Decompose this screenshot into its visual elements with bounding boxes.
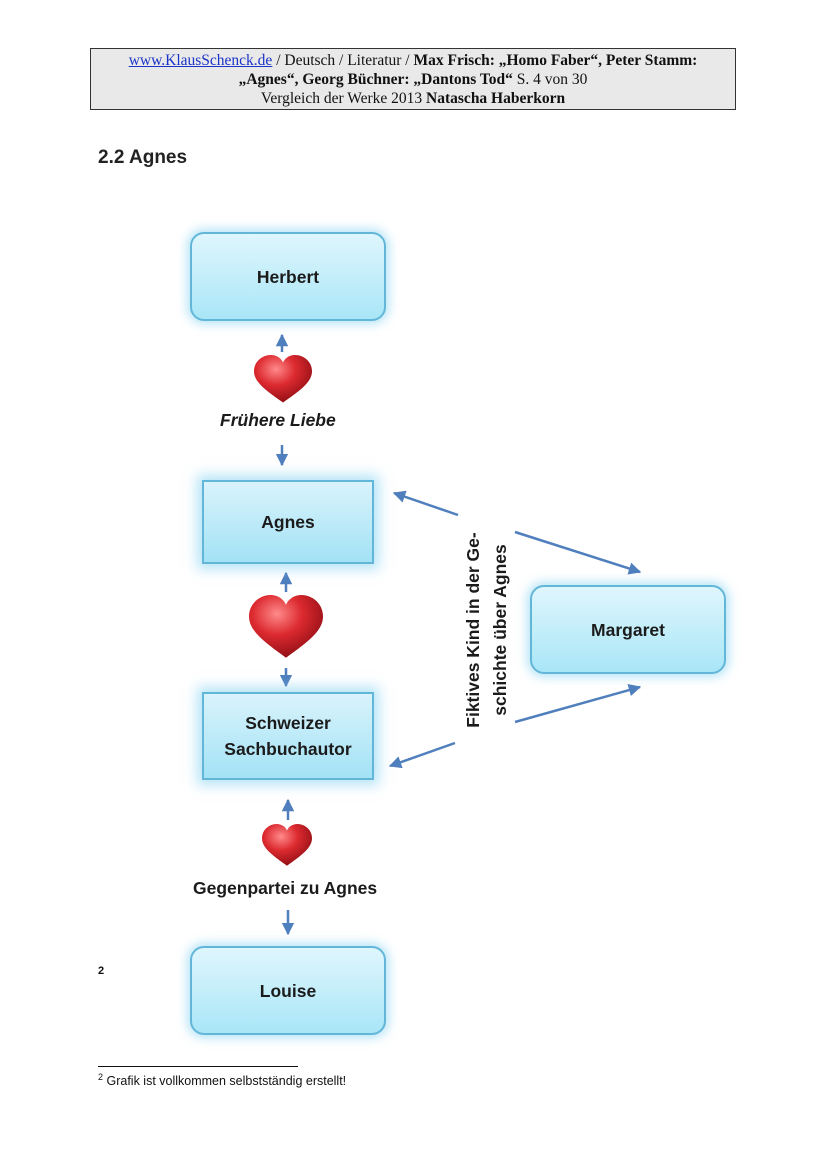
arrow-to-margaret-top	[514, 530, 642, 575]
node-agnes: Agnes	[202, 480, 374, 564]
node-schweizer-sachbuchautor: Schweizer Sachbuchautor	[202, 692, 374, 780]
header-author: Natascha Haberkorn	[426, 90, 566, 107]
heart-icon	[262, 824, 312, 866]
footnote-text: 2 Grafik ist vollkommen selbstständig er…	[98, 1072, 346, 1088]
header-title-part-1: Max Frisch: „Homo Faber“, Peter Stamm:	[413, 52, 698, 69]
node-margaret: Margaret	[530, 585, 726, 674]
footnote-content: Grafik ist vollkommen selbstständig erst…	[103, 1074, 347, 1089]
arrow-to-schweizer-from-side	[388, 741, 456, 769]
label-fruehere-liebe: Frühere Liebe	[220, 410, 336, 430]
header-page-number: S. 4 von 30	[512, 71, 588, 88]
label-fiktives-kind-text: Fiktives Kind in der Ge- schichte über A…	[460, 532, 514, 727]
arrow-to-agnes-from-side	[392, 490, 459, 517]
website-link[interactable]: www.KlausSchenck.de	[128, 52, 273, 69]
node-herbert: Herbert	[190, 232, 386, 321]
header-subtitle: Vergleich der Werke 2013	[260, 90, 427, 107]
footnote-separator	[98, 1066, 298, 1067]
heart-icon	[249, 595, 323, 658]
document-header: www.KlausSchenck.de / Deutsch / Literatu…	[90, 48, 736, 110]
arrow-to-margaret-bottom	[514, 684, 642, 724]
header-line-3: Vergleich der Werke 2013 Natascha Haberk…	[91, 89, 735, 108]
header-title-part-2: „Agnes“, Georg Büchner: „Dantons Tod“	[238, 71, 513, 88]
heart-icon	[254, 355, 312, 403]
section-heading: 2.2 Agnes	[98, 147, 188, 168]
label-gegenpartei: Gegenpartei zu Agnes	[193, 878, 378, 898]
label-fiktives-line-2: schichte über Agnes	[490, 544, 510, 716]
footnote-number: 2	[98, 1072, 104, 1082]
header-line-1: www.KlausSchenck.de / Deutsch / Literatu…	[91, 51, 735, 70]
footnote-marker: 2	[98, 965, 105, 977]
node-louise: Louise	[190, 946, 386, 1035]
label-fiktives-line-1: Fiktives Kind in der Ge-	[463, 532, 483, 728]
header-path: / Deutsch / Literatur /	[272, 52, 414, 69]
header-line-2: „Agnes“, Georg Büchner: „Dantons Tod“ S.…	[91, 70, 735, 89]
